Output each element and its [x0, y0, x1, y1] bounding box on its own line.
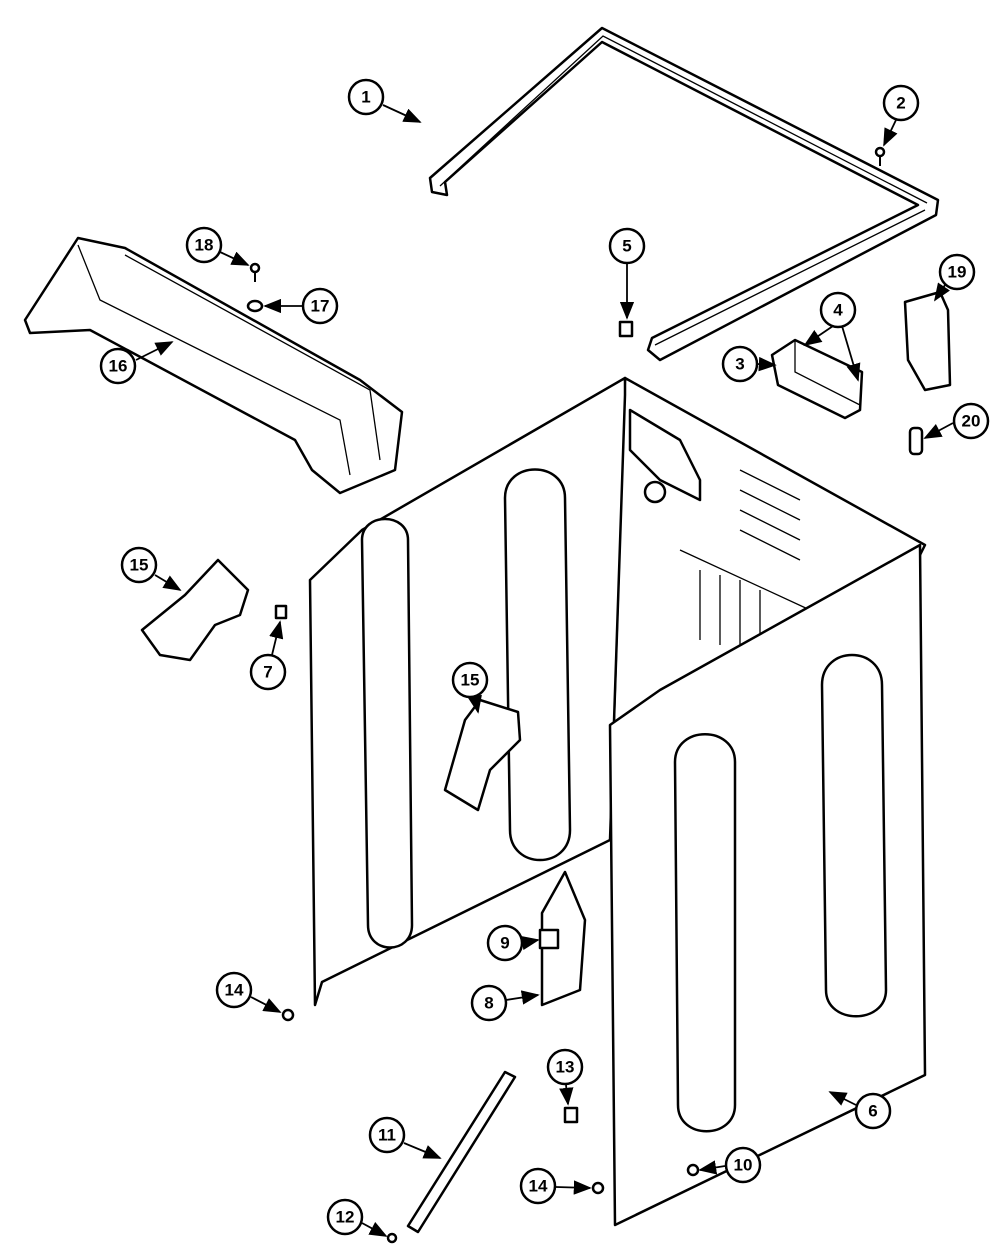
bracket-part [140, 558, 250, 662]
svg-text:8: 8 [484, 994, 493, 1013]
callout-14: 14 [519, 1167, 557, 1205]
clip-part [563, 1106, 579, 1124]
leader-lines [135, 104, 954, 1237]
callout-2: 2 [882, 84, 920, 122]
callout-15: 15 [120, 546, 158, 584]
svg-text:4: 4 [833, 301, 843, 320]
clip-part [274, 604, 288, 620]
panel-part [903, 290, 952, 392]
callout-16: 16 [99, 347, 137, 385]
svg-text:3: 3 [735, 355, 744, 374]
bracket-part [770, 338, 864, 420]
screw-part [386, 1232, 398, 1244]
callout-20: 20 [952, 402, 990, 440]
callout-15: 15 [451, 661, 489, 699]
svg-text:14: 14 [225, 981, 244, 1000]
callout-1: 1 [347, 78, 385, 116]
screw-part [686, 1163, 700, 1177]
svg-text:15: 15 [130, 556, 149, 575]
callout-13: 13 [546, 1048, 584, 1086]
callout-7: 7 [249, 653, 287, 691]
svg-text:5: 5 [622, 237, 631, 256]
brace-part [406, 1070, 517, 1234]
svg-text:14: 14 [529, 1177, 548, 1196]
svg-text:17: 17 [311, 297, 330, 316]
callout-8: 8 [470, 984, 508, 1022]
bracket-part [443, 698, 522, 812]
top-frame-part [428, 26, 940, 362]
console-part [23, 236, 404, 495]
svg-text:18: 18 [195, 236, 214, 255]
cabinet-right-panel [608, 543, 927, 1227]
svg-text:16: 16 [109, 357, 128, 376]
screw-part [281, 1008, 295, 1022]
callout-3: 3 [721, 345, 759, 383]
block-part [538, 928, 560, 950]
svg-text:13: 13 [556, 1058, 575, 1077]
callout-9: 9 [486, 924, 524, 962]
callout-14: 14 [215, 971, 253, 1009]
svg-text:20: 20 [962, 412, 981, 431]
strap-part [908, 426, 924, 456]
callout-4: 4 [819, 291, 857, 329]
svg-text:6: 6 [868, 1102, 877, 1121]
callout-6: 6 [854, 1092, 892, 1130]
clip-part [246, 299, 264, 313]
callout-19: 19 [938, 253, 976, 291]
screw-part [874, 146, 886, 166]
svg-text:10: 10 [734, 1156, 753, 1175]
callout-17: 17 [301, 287, 339, 325]
svg-text:11: 11 [378, 1126, 396, 1145]
svg-text:1: 1 [361, 88, 370, 107]
svg-text:15: 15 [461, 671, 480, 690]
callout-5: 5 [608, 227, 646, 265]
svg-text:19: 19 [948, 263, 967, 282]
callout-11: 11 [368, 1116, 406, 1154]
clip-part [618, 320, 634, 338]
duct-part [540, 870, 587, 1007]
svg-text:9: 9 [500, 934, 509, 953]
callout-12: 12 [326, 1198, 364, 1236]
svg-text:2: 2 [896, 94, 905, 113]
callout-10: 10 [724, 1146, 762, 1184]
svg-text:12: 12 [336, 1208, 355, 1227]
callout-18: 18 [185, 226, 223, 264]
screw-part [249, 262, 261, 282]
svg-text:7: 7 [263, 663, 272, 682]
screw-part [591, 1181, 605, 1195]
